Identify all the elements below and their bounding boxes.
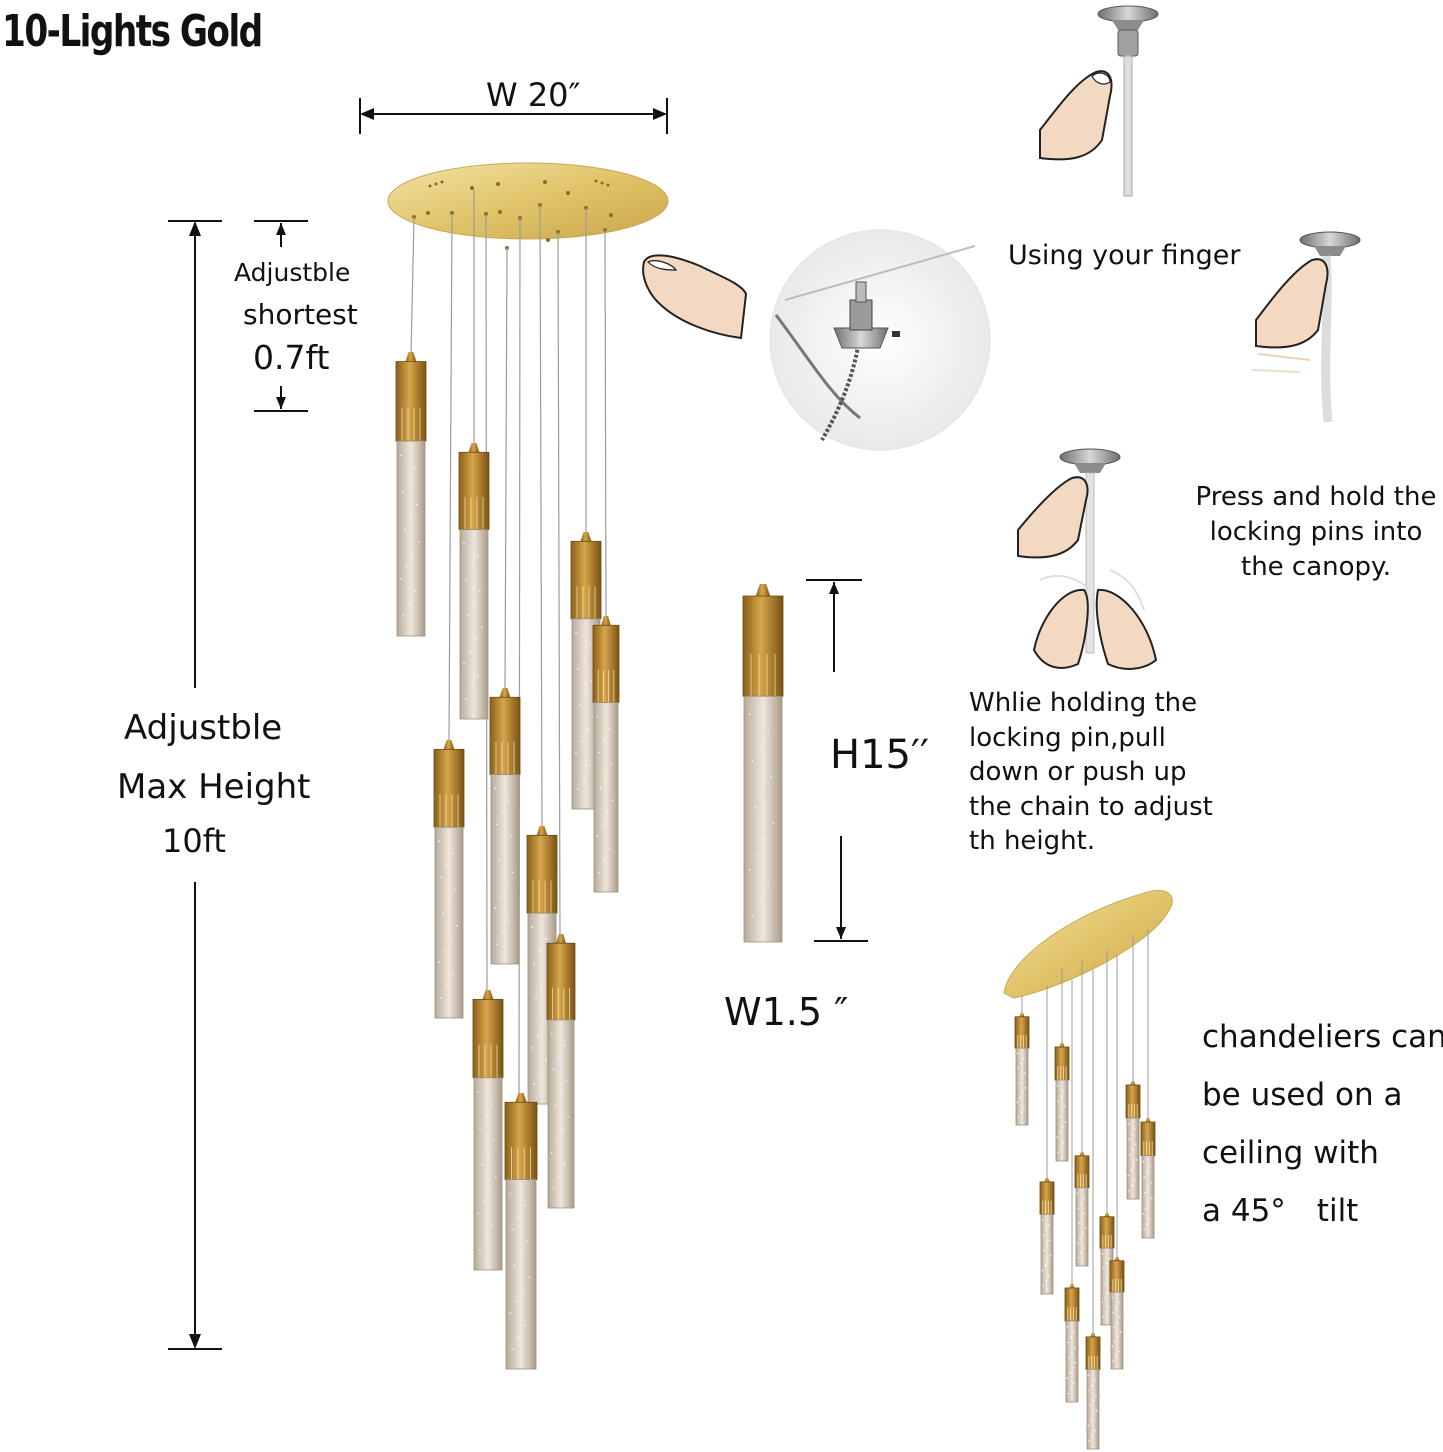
mini-pendant-3 — [1125, 1081, 1141, 1200]
tilt-note: chandeliers can be used on a ceiling wit… — [1202, 1008, 1443, 1240]
pendant-4 — [592, 616, 620, 893]
pendant-lights — [395, 352, 620, 1370]
pendant-8 — [546, 934, 576, 1209]
step3-line2: locking pin,pull — [969, 722, 1166, 753]
pendant-5 — [433, 740, 465, 1019]
tilt-note-line2: be used on a — [1202, 1077, 1403, 1113]
step2-finger-icon — [1251, 258, 1329, 373]
mini-pendant-4 — [1140, 1118, 1156, 1239]
step2-line1: Press and hold the — [1195, 482, 1437, 512]
step3-canopy-icon — [1059, 448, 1121, 654]
tilted-chandelier-illustration — [1003, 890, 1173, 1450]
pendant-2 — [458, 443, 490, 720]
shortest-label-line1: Adjustble — [234, 258, 351, 287]
width-dimension-line — [359, 98, 668, 134]
pendant-width-label: W1.5 ″ — [724, 990, 849, 1034]
step3-text: Whlie holding the locking pin,pull down … — [969, 686, 1213, 859]
step2-line2: locking pins into — [1209, 517, 1423, 547]
step1-text: Using your finger — [1008, 240, 1241, 271]
mini-pendant-10 — [1085, 1333, 1101, 1450]
mini-pendant-9 — [1064, 1284, 1080, 1403]
step3-line1: Whlie holding the — [969, 688, 1198, 718]
single-pendant-detail — [742, 584, 784, 943]
finger-pointing-icon — [642, 254, 748, 340]
step2-line3: the canopy. — [1241, 552, 1391, 582]
mini-pendant-2 — [1054, 1043, 1070, 1162]
max-height-label-line2: Max Height — [117, 767, 311, 807]
pendant-detail — [742, 584, 784, 943]
shortest-label-line2: shortest — [243, 298, 358, 331]
pendant-height-dimension — [806, 579, 868, 942]
locking-pin-closeup — [769, 229, 991, 451]
mini-pendant-1 — [1014, 1013, 1030, 1126]
width-label: W 20″ — [486, 76, 581, 114]
ceiling-plate — [387, 162, 669, 250]
pendant-10 — [504, 1093, 538, 1370]
max-height-label-line1: Adjustble — [124, 708, 283, 748]
pendant-6 — [489, 688, 521, 965]
mini-pendant-5 — [1039, 1178, 1055, 1295]
pendant-9 — [472, 990, 504, 1271]
mini-pendant-6 — [1074, 1152, 1090, 1267]
step1-finger-icon — [1039, 70, 1113, 161]
shortest-value: 0.7ft — [253, 338, 330, 377]
step3-line4: the chain to adjust — [969, 791, 1213, 822]
step2-text: Press and hold the locking pins into the… — [1190, 480, 1442, 585]
tilt-note-line4: a 45° tilt — [1202, 1193, 1359, 1229]
max-height-value: 10ft — [162, 822, 226, 860]
max-height-dimension-line — [168, 220, 222, 1350]
pendant-1 — [395, 352, 427, 637]
tilt-note-line1: chandeliers can — [1202, 1019, 1443, 1055]
pendant-height-label: H15′′ — [830, 732, 930, 778]
step3-line5: th height. — [969, 826, 1096, 856]
step3-hand-icon — [1017, 476, 1158, 670]
step1-canopy-icon — [1097, 5, 1159, 197]
shortest-dimension-line — [254, 220, 308, 412]
mini-pendant-8 — [1109, 1257, 1125, 1370]
tilt-note-line3: ceiling with — [1202, 1135, 1379, 1171]
product-title: 10-Lights Gold — [2, 6, 263, 57]
step3-line3: down or push up — [969, 757, 1187, 787]
